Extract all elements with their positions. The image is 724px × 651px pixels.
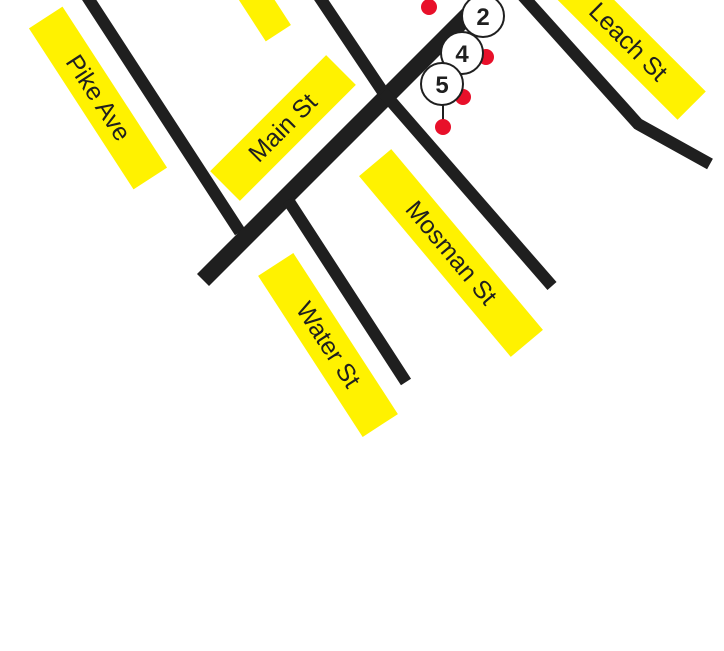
numbered-markers: 2 4 5 — [420, 0, 505, 106]
marker-number: 4 — [455, 41, 469, 68]
marker-number: 2 — [476, 4, 489, 31]
road-water-st — [282, 196, 412, 386]
road-pike-ave — [82, 0, 246, 236]
road-main-st — [196, 0, 495, 287]
label-main-st: Main St — [210, 55, 356, 201]
label-partial-top — [233, 0, 291, 42]
road-upper-diagonal — [314, 0, 388, 96]
roads — [82, 0, 713, 386]
marker-5[interactable]: 5 — [420, 62, 464, 106]
road-leach-st — [518, 0, 713, 170]
marker-2[interactable]: 2 — [461, 0, 505, 38]
marker-4[interactable]: 4 — [440, 31, 484, 75]
pin-dot[interactable] — [435, 119, 451, 135]
marker-number: 5 — [435, 72, 448, 99]
pin-dot[interactable] — [421, 0, 437, 15]
road-mosman-st — [378, 88, 557, 290]
